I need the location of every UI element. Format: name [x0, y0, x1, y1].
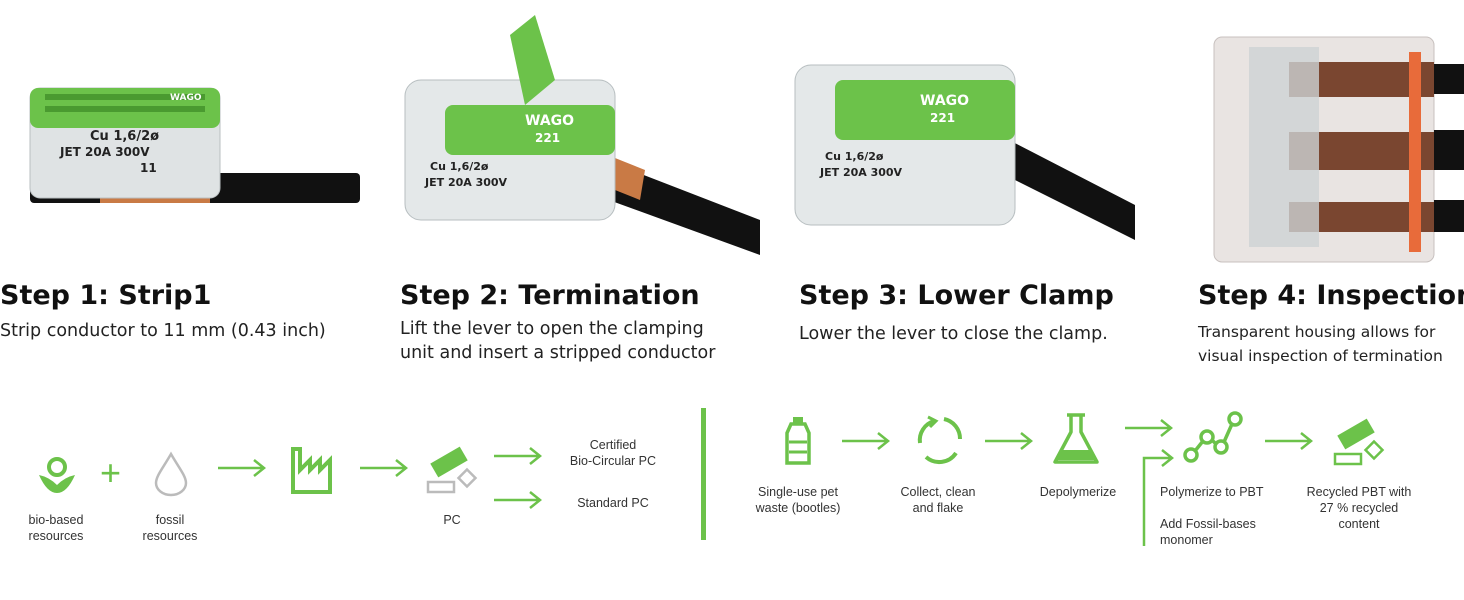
- step3-brand: WAGO: [920, 93, 969, 109]
- pc-granule-icon: [426, 446, 478, 494]
- step1-marking-dim: 11: [140, 161, 157, 175]
- step2-desc-line: Lift the lever to open the clamping: [400, 319, 704, 339]
- recycled-label-line: 27 % recycled: [1319, 501, 1399, 515]
- step2-connector-image: WAGO 221 Cu 1,6/2ø JET 20A 300V: [404, 15, 760, 255]
- certified-label-line: Bio-Circular PC: [569, 454, 657, 468]
- fossil-monomer-line: Add Fossil-bases: [1160, 517, 1256, 531]
- step1-marking-line2: JET 20A 300V: [59, 145, 150, 159]
- collect-label-line: Collect, clean: [900, 485, 976, 499]
- step3-title: Step 3: Lower Clamp: [799, 280, 1114, 311]
- recycled-label-line: Recycled PBT with: [1306, 485, 1412, 499]
- step3-connector-image: WAGO 221 Cu 1,6/2ø JET 20A 300V: [794, 64, 1135, 240]
- section-divider: [701, 408, 706, 540]
- step2-model: 221: [535, 131, 560, 145]
- bio-label-line: bio-based: [28, 513, 84, 527]
- bio-label-line: resources: [28, 529, 84, 543]
- step2-title: Step 2: Termination: [400, 280, 700, 311]
- polymerize-label: Polymerize to PBT: [1160, 485, 1264, 499]
- certified-pc-label: Certified Bio-Circular PC: [548, 437, 678, 469]
- arrow-icon: [1142, 449, 1175, 546]
- step3-desc-line: Lower the lever to close the clamp.: [799, 324, 1108, 344]
- arrow-icon: [1125, 419, 1174, 437]
- plus-sign: +: [100, 452, 122, 493]
- step2-brand: WAGO: [525, 113, 574, 129]
- step1-title: Step 1: Strip1: [0, 280, 212, 311]
- step1-marking-line1: Cu 1,6/2ø: [90, 129, 159, 144]
- step3-description: Lower the lever to close the clamp.: [799, 322, 1108, 346]
- step2-marking-line1: Cu 1,6/2ø: [430, 160, 489, 173]
- fossil-label-line: resources: [142, 529, 198, 543]
- depolymerize-label: Depolymerize: [1039, 485, 1117, 499]
- fossil-label-line: fossil: [155, 513, 185, 527]
- fossil-resources-label: fossil resources: [130, 512, 210, 544]
- pet-bottle-icon: [785, 417, 811, 465]
- recycled-label-line: content: [1338, 517, 1380, 531]
- arrow-icon: [842, 432, 891, 450]
- factory-icon: [291, 447, 332, 494]
- step4-description: Transparent housing allows for visual in…: [1198, 320, 1443, 368]
- arrow-icon: [494, 491, 543, 509]
- step2-marking-line2: JET 20A 300V: [424, 176, 508, 189]
- polymer-chain-icon: [1183, 411, 1243, 463]
- step2-description: Lift the lever to open the clamping unit…: [400, 317, 715, 365]
- standard-pc-label: Standard PC: [577, 496, 649, 510]
- pet-waste-label: Single-use pet waste (bootles): [745, 484, 851, 516]
- step3-model: 221: [930, 111, 955, 125]
- step3-marking-line2: JET 20A 300V: [819, 166, 903, 179]
- step4-desc-line: visual inspection of termination: [1198, 347, 1443, 365]
- step4-connector-image: [1213, 36, 1464, 263]
- step4-desc-line: Transparent housing allows for: [1198, 323, 1436, 341]
- pc-granule-icon: [1333, 418, 1385, 466]
- step4-title: Step 4: Inspection: [1198, 280, 1464, 311]
- step3-marking-line1: Cu 1,6/2ø: [825, 150, 884, 163]
- bio-resources-label: bio-based resources: [16, 512, 96, 544]
- recycled-pbt-label: Recycled PBT with 27 % recycled content: [1298, 484, 1420, 532]
- fossil-monomer-label: Add Fossil-bases monomer: [1160, 516, 1256, 548]
- step1-description: Strip conductor to 11 mm (0.43 inch): [0, 319, 326, 343]
- arrow-icon: [494, 447, 543, 465]
- step1-desc-line: Strip conductor to 11 mm (0.43 inch): [0, 321, 326, 341]
- arrow-icon: [218, 459, 267, 477]
- arrow-icon: [1265, 432, 1314, 450]
- step1-connector-image: Cu 1,6/2ø JET 20A 300V 11 WAGO: [29, 87, 360, 203]
- step2-desc-line: unit and insert a stripped conductor: [400, 343, 716, 363]
- plant-icon: [39, 457, 75, 493]
- step1-brand: WAGO: [170, 93, 202, 103]
- arrow-icon: [360, 459, 409, 477]
- fossil-monomer-line: monomer: [1160, 533, 1213, 547]
- pet-label-line: waste (bootles): [755, 501, 841, 515]
- certified-label-line: Certified: [589, 438, 637, 452]
- collect-label-line: and flake: [912, 501, 964, 515]
- pc-label: PC: [443, 513, 461, 527]
- recycle-icon: [917, 415, 963, 465]
- pet-label-line: Single-use pet: [758, 485, 838, 499]
- collect-label: Collect, clean and flake: [888, 484, 988, 516]
- flask-icon: [1053, 413, 1099, 464]
- arrow-icon: [985, 432, 1034, 450]
- water-drop-icon: [154, 451, 188, 497]
